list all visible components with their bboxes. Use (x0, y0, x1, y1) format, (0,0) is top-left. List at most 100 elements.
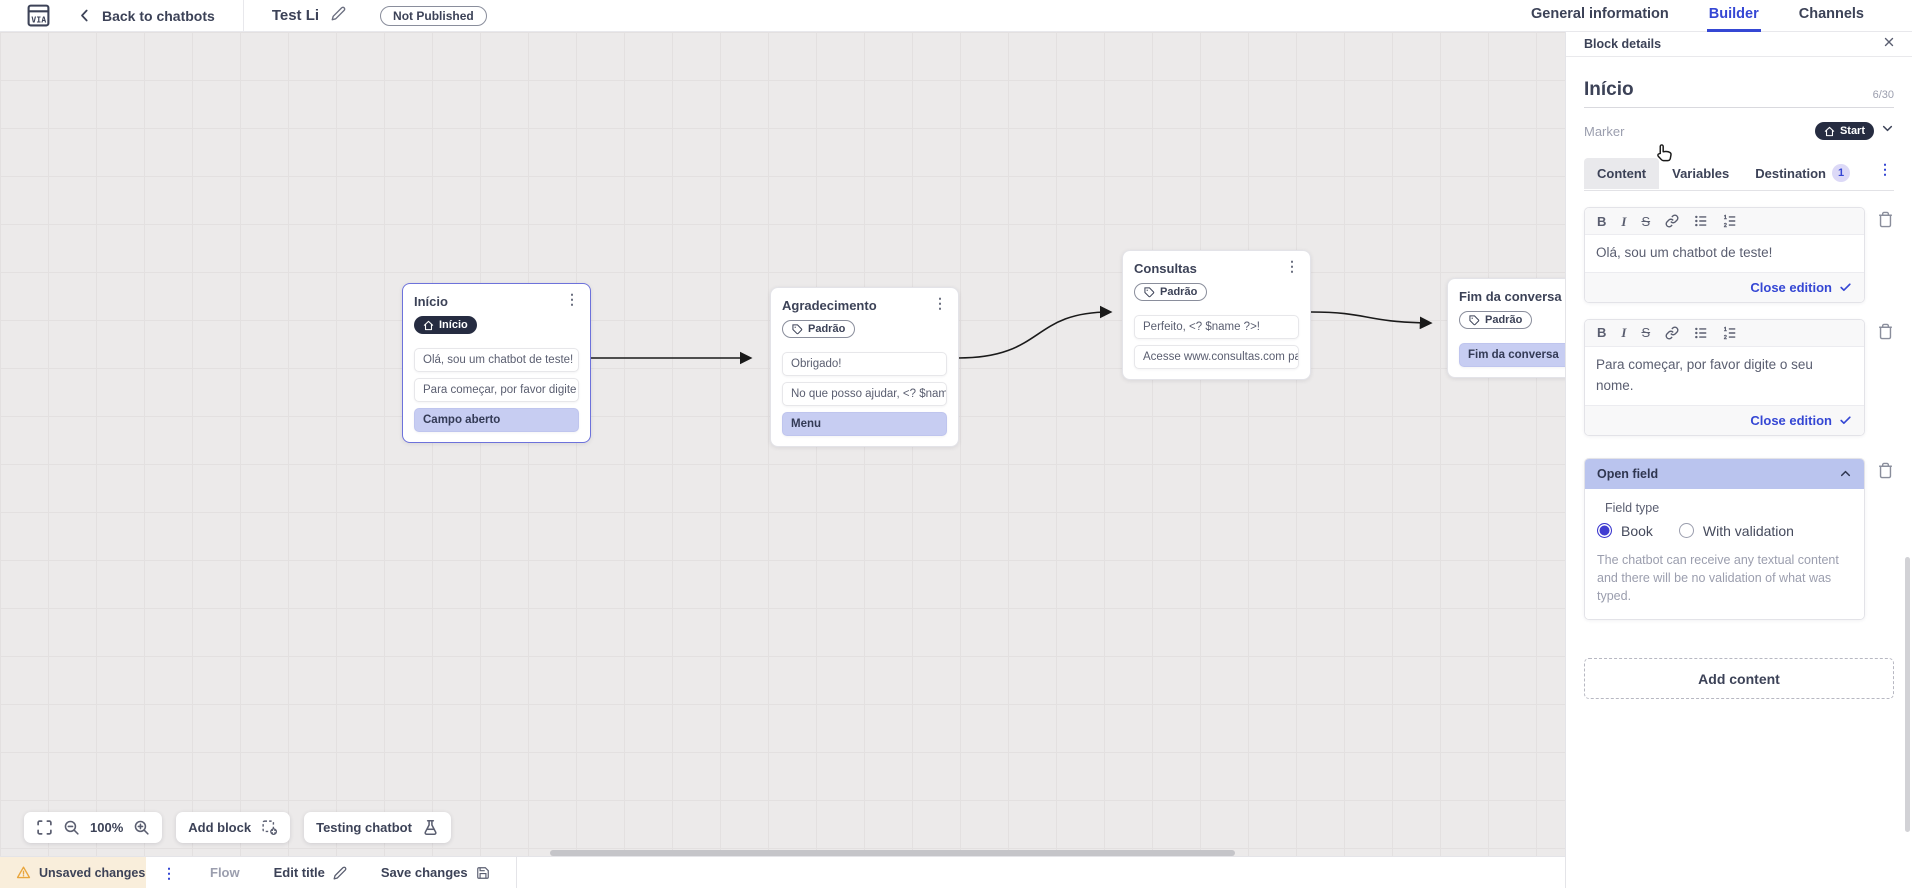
tab-builder[interactable]: Builder (1706, 0, 1761, 32)
chevron-down-icon[interactable] (1881, 122, 1894, 140)
content-editor-row: B I S Para começar, por favor digite o s… (1584, 318, 1894, 436)
radio-with-validation[interactable]: With validation (1678, 523, 1794, 539)
chevron-up-icon[interactable] (1839, 467, 1852, 480)
save-changes-button[interactable]: Save changes (381, 865, 490, 880)
app-logo-icon[interactable] (26, 3, 51, 28)
pencil-icon (333, 866, 347, 880)
block-content-item[interactable]: No que posso ajudar, <? $name ... (782, 381, 947, 406)
italic-icon[interactable]: I (1621, 213, 1627, 229)
text-editor[interactable]: B I S Olá, sou um chatbot de teste! Clos… (1584, 207, 1865, 303)
canvas-controls: 100% Add block Testing chatbot (24, 812, 451, 843)
bold-icon[interactable]: B (1597, 213, 1607, 229)
marker-select[interactable]: Start (1814, 122, 1894, 140)
block-name-value: Início (1584, 79, 1634, 100)
block-name-field[interactable]: Início 6/30 (1584, 79, 1894, 108)
numbered-list-icon[interactable] (1723, 214, 1737, 228)
check-icon (1839, 414, 1852, 427)
flow-block-inicio[interactable]: Início ⋮ Início Olá, sou um chatbot de t… (402, 283, 591, 443)
bullet-list-icon[interactable] (1694, 326, 1708, 340)
back-to-chatbots-button[interactable]: Back to chatbots (77, 8, 215, 24)
zoom-out-icon[interactable] (63, 819, 80, 836)
editor-text[interactable]: Olá, sou um chatbot de teste! (1585, 235, 1864, 272)
edge-agradecimento-consultas (957, 305, 1113, 359)
block-end-item[interactable]: Fim da conversa (1459, 342, 1565, 367)
kebab-menu-icon[interactable]: ⋮ (565, 291, 579, 307)
radio-book[interactable]: Book (1597, 523, 1653, 539)
editor-text[interactable]: Para começar, por favor digite o seu nom… (1585, 346, 1838, 405)
flow-menu-item[interactable]: Flow (210, 865, 240, 880)
close-edition-button[interactable]: Close edition (1750, 279, 1832, 295)
char-counter: 6/30 (1872, 89, 1894, 101)
block-open-field-item[interactable]: Campo aberto (414, 407, 579, 432)
bold-icon[interactable]: B (1597, 325, 1607, 341)
flow-block-fim-da-conversa[interactable]: Fim da conversa Padrão Fim da conversa (1447, 278, 1565, 378)
flow-canvas[interactable]: Início ⋮ Início Olá, sou um chatbot de t… (0, 32, 1565, 856)
block-content-item[interactable]: Olá, sou um chatbot de teste! (414, 347, 579, 372)
zoom-in-icon[interactable] (133, 819, 150, 836)
tab-general-information[interactable]: General information (1531, 6, 1669, 22)
block-menu-item[interactable]: Menu (782, 411, 947, 436)
default-marker-badge: Padrão (1134, 283, 1208, 301)
top-bar: Back to chatbots Test Li Not Published G… (0, 0, 1912, 32)
flow-block-consultas[interactable]: Consultas ⋮ Padrão Perfeito, <? $name ?>… (1122, 250, 1311, 380)
check-icon (1839, 281, 1852, 294)
tag-icon (1469, 315, 1480, 326)
bottombar-divider (515, 857, 517, 888)
content-editor-row: B I S Olá, sou um chatbot de teste! Clos… (1584, 207, 1894, 303)
flow-block-agradecimento[interactable]: Agradecimento ⋮ Padrão Obrigado! No que … (770, 287, 959, 447)
default-marker-badge: Padrão (1459, 311, 1533, 329)
close-edition-button[interactable]: Close edition (1750, 412, 1832, 428)
block-title: Agradecimento (782, 298, 877, 313)
destination-count-badge: 1 (1832, 164, 1851, 182)
edit-title-button[interactable]: Edit title (274, 865, 347, 880)
status-badge: Not Published (380, 5, 487, 26)
horizontal-scrollbar[interactable] (550, 850, 1235, 856)
kebab-menu-icon[interactable]: ⋮ (1285, 258, 1299, 274)
panel-header: Block details (1566, 32, 1912, 57)
numbered-list-icon[interactable] (1723, 326, 1737, 340)
text-editor[interactable]: B I S Para começar, por favor digite o s… (1584, 318, 1865, 436)
tab-channels[interactable]: Channels (1798, 6, 1864, 22)
default-marker-badge: Padrão (782, 320, 856, 338)
add-content-button[interactable]: Add content (1584, 658, 1894, 700)
edit-title-icon[interactable] (331, 6, 346, 26)
radio-unselected-icon[interactable] (1678, 523, 1694, 539)
block-content-item[interactable]: Acesse www.consultas.com par... (1134, 344, 1299, 369)
add-block-button[interactable]: Add block (176, 812, 291, 843)
testing-chatbot-button[interactable]: Testing chatbot (304, 812, 451, 843)
flask-icon (422, 819, 439, 836)
trash-icon[interactable] (1877, 323, 1894, 345)
link-icon[interactable] (1665, 214, 1679, 228)
block-title: Início (414, 294, 448, 309)
open-field-header[interactable]: Open field (1585, 458, 1864, 489)
tab-content[interactable]: Content (1584, 157, 1660, 189)
block-content-item[interactable]: Perfeito, <? $name ?>! (1134, 314, 1299, 339)
close-icon[interactable] (1882, 35, 1896, 54)
strikethrough-icon[interactable]: S (1641, 325, 1651, 341)
kebab-menu-icon[interactable]: ⋮ (933, 295, 947, 311)
field-type-description: The chatbot can receive any textual cont… (1597, 552, 1839, 604)
block-content-item[interactable]: Obrigado! (782, 351, 947, 376)
tab-destination[interactable]: Destination 1 (1742, 156, 1863, 190)
tag-icon (792, 324, 803, 335)
bullet-list-icon[interactable] (1694, 214, 1708, 228)
block-content-item[interactable]: Para começar, por favor digite o ... (414, 377, 579, 402)
home-icon (1824, 126, 1835, 137)
tab-variables[interactable]: Variables (1672, 165, 1730, 181)
italic-icon[interactable]: I (1621, 325, 1627, 341)
strikethrough-icon[interactable]: S (1641, 213, 1651, 229)
trash-icon[interactable] (1877, 211, 1894, 233)
add-block-icon (261, 819, 278, 836)
kebab-menu-icon[interactable]: ⋮ (162, 864, 176, 881)
trash-icon[interactable] (1877, 462, 1894, 484)
radio-selected-icon[interactable] (1597, 523, 1612, 539)
topbar-tabs: General information Builder Channels (1529, 0, 1866, 32)
marker-row: Marker Start (1584, 122, 1894, 140)
kebab-menu-icon[interactable]: ⋮ (1878, 161, 1892, 177)
panel-scrollbar[interactable] (1905, 557, 1910, 832)
home-icon (423, 320, 434, 331)
fullscreen-icon[interactable] (36, 819, 53, 836)
link-icon[interactable] (1665, 326, 1679, 340)
open-field-card: Open field Field type Book Wi (1584, 457, 1865, 621)
edge-consultas-fim (1310, 311, 1433, 330)
